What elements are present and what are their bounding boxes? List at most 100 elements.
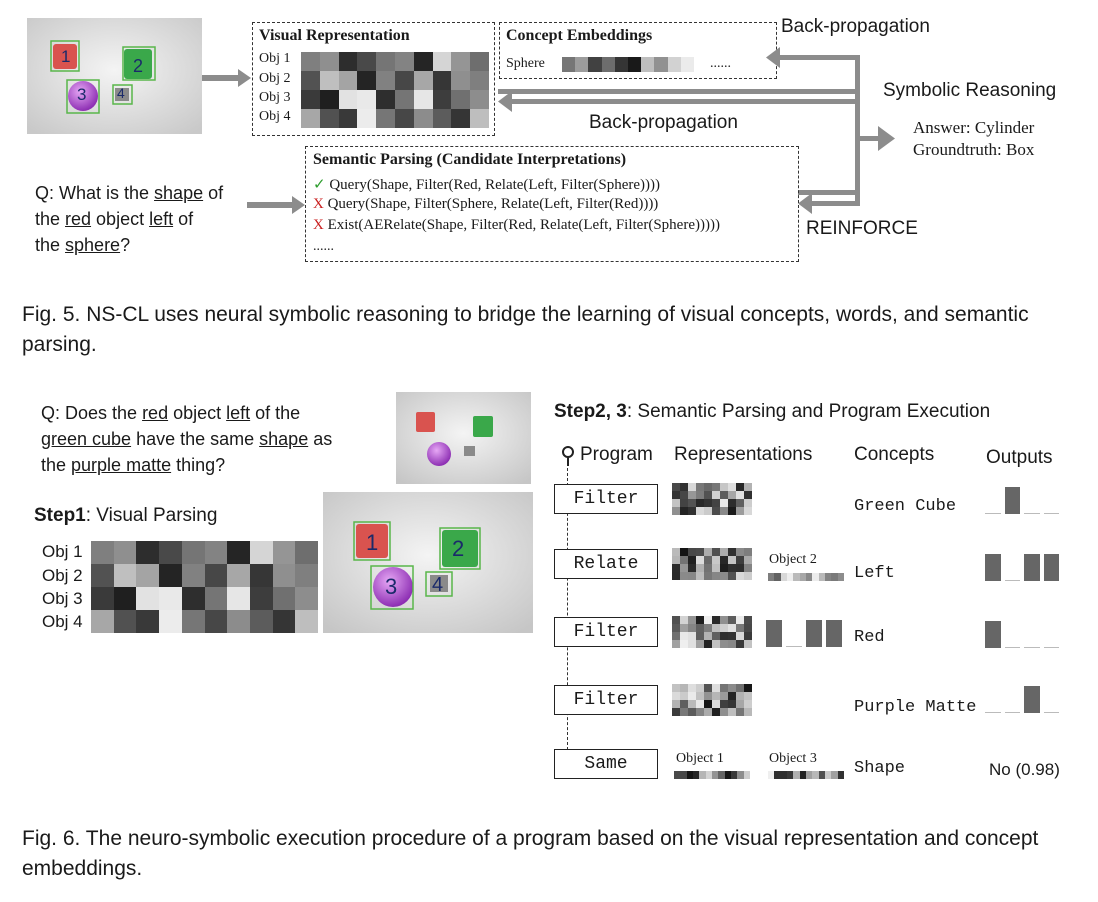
f6-obj-label-3: Obj 3 (42, 589, 83, 608)
grid-cell (672, 499, 680, 507)
grid-cell (728, 507, 736, 515)
grid-cell (712, 692, 720, 700)
grid-cell (704, 632, 712, 640)
grid-cell (688, 507, 696, 515)
same-output-value: No (0.98) (989, 760, 1060, 779)
grid-cell (696, 491, 704, 499)
concept-red: Red (854, 628, 885, 647)
output-bar (806, 620, 822, 647)
grid-cell (780, 573, 787, 581)
q-text: the (35, 209, 66, 229)
grid-cell (688, 572, 696, 580)
f6-obj-label-4: Obj 4 (42, 612, 83, 631)
q-text: the (41, 455, 72, 475)
grid-cell (720, 692, 728, 700)
reinforce-label: REINFORCE (806, 218, 918, 239)
grid-cell (614, 57, 628, 72)
scene-label-1: 1 (61, 47, 71, 66)
row-representation (672, 684, 752, 716)
step1-heading: Step1: Visual Parsing (34, 505, 217, 527)
grid-cell (712, 483, 720, 491)
step1-rest: : Visual Parsing (85, 505, 218, 526)
output-bars (985, 685, 1059, 713)
row-representation (672, 616, 752, 648)
grid-cell (799, 771, 806, 779)
step23-bold: Step2, 3 (554, 401, 627, 422)
q-keyword: left (149, 209, 174, 229)
f6-obj-label-2: Obj 2 (42, 566, 83, 585)
grid-cell (91, 541, 114, 564)
grid-cell (394, 90, 414, 109)
grid-cell (204, 610, 228, 633)
grid-cell (680, 632, 688, 640)
grid-cell (736, 700, 744, 708)
grid-cell (712, 507, 720, 515)
grid-cell (688, 700, 696, 708)
grid-cell (688, 483, 696, 491)
grid-cell (728, 624, 736, 632)
grid-cell (720, 491, 728, 499)
arrow-question-to-parsing (247, 196, 305, 214)
grid-cell (588, 57, 602, 72)
grid-cell (680, 499, 688, 507)
backprop-top-label: Back-propagation (781, 16, 930, 37)
candidate-text: Query(Shape, Filter(Red, Relate(Left, Fi… (329, 177, 661, 193)
grid-cell (470, 90, 489, 109)
grid-cell (712, 700, 720, 708)
q-keyword: shape (259, 429, 309, 449)
grid-cell (744, 616, 752, 624)
grid-cell (736, 624, 744, 632)
output-bar (1004, 579, 1020, 581)
output-bar (1004, 711, 1020, 713)
q-text: of (173, 209, 194, 229)
grid-cell (712, 564, 720, 572)
grid-cell (432, 90, 452, 109)
grid-cell (432, 52, 452, 71)
grid-cell (394, 52, 414, 71)
grid-cell (818, 771, 825, 779)
grid-cell (91, 587, 114, 610)
grid-cell (376, 109, 395, 128)
grid-cell (696, 632, 704, 640)
grid-cell (736, 684, 744, 692)
output-bar (786, 645, 802, 647)
grid-cell (696, 507, 704, 515)
program-step-filter: Filter (554, 484, 658, 514)
grid-cell (736, 548, 744, 556)
q-keyword: left (226, 403, 251, 423)
q-text: of (203, 183, 224, 203)
grid-cell (674, 771, 681, 779)
grid-cell (704, 556, 712, 564)
grid-cell (338, 90, 358, 109)
grid-cell (736, 483, 744, 491)
cross-icon: X (313, 217, 324, 233)
grid-cell (357, 71, 377, 90)
grid-cell (295, 541, 318, 564)
grid-cell (136, 541, 160, 564)
grid-cell (728, 491, 736, 499)
check-icon: ✓ (313, 177, 326, 193)
grid-cell (227, 564, 250, 587)
fig6-caption: Fig. 6. The neuro-symbolic execution pro… (22, 827, 1039, 880)
q-keyword: purple matte (71, 455, 172, 475)
grid-cell (376, 90, 395, 109)
grid-cell (319, 71, 339, 90)
grid-cell (627, 57, 642, 72)
fig5-scene-image: 1 2 3 4 (27, 18, 202, 134)
grid-cell (301, 71, 320, 90)
obj-label-4: Obj 4 (259, 109, 291, 124)
grid-cell (451, 109, 471, 128)
grid-cell (720, 507, 728, 515)
output-bar (1043, 711, 1059, 713)
grid-cell (825, 573, 832, 581)
grid-cell (672, 572, 680, 580)
grid-cell (672, 692, 680, 700)
grid-cell (413, 52, 433, 71)
grid-cell (680, 548, 688, 556)
grid-cell (837, 573, 844, 581)
grid-cell (712, 640, 720, 648)
object1-embedding (674, 771, 750, 779)
grid-cell (720, 556, 728, 564)
grid-cell (720, 640, 728, 648)
grid-cell (744, 624, 752, 632)
